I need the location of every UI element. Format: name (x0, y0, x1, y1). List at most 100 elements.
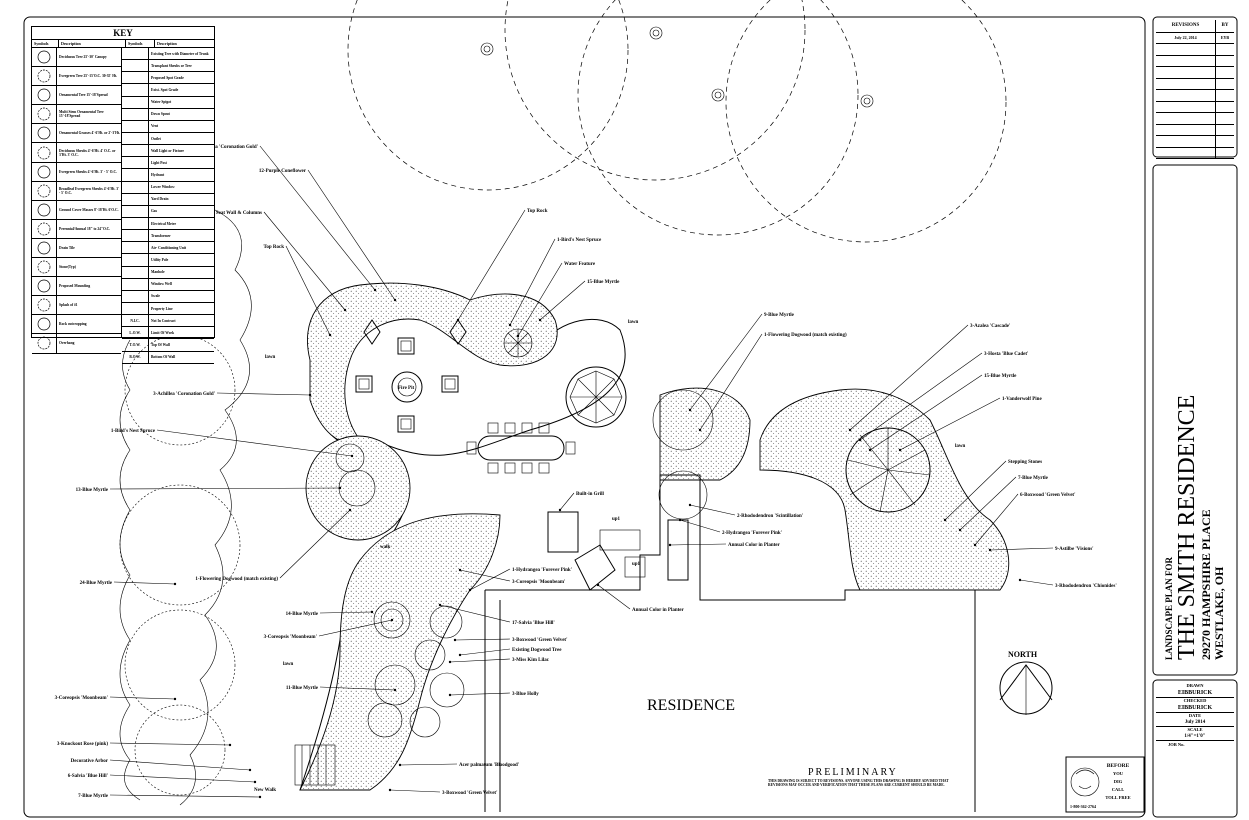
plant-callout: 9-Blue Myrtle (764, 313, 795, 318)
leader-line (1019, 579, 1054, 586)
leader-arrow (390, 618, 394, 622)
info-block: DRAWN EIBBURICK CHECKED EIBBURICK DATE J… (1156, 683, 1234, 814)
key-symbol-icon (32, 203, 56, 217)
leader-line (439, 604, 511, 623)
leader-arrow (348, 508, 352, 512)
key-description: Splash of #1 (56, 296, 121, 315)
plant-callout: 1-Hydrangea 'Forever Pink' (512, 568, 573, 573)
before-you-dig-line: DIG (1114, 779, 1123, 784)
leader-line (689, 313, 763, 411)
tree-trunk-icon (480, 42, 494, 56)
key-row: Ornamental Tree 15'-18'Spread (32, 86, 121, 106)
leader-arrow (688, 503, 692, 507)
leader-arrow (308, 393, 312, 397)
leader-arrow (253, 780, 257, 784)
leader-line (469, 568, 511, 591)
leader-line (109, 759, 251, 771)
key-description: Broadleaf Evergreen Shrubs 4'-6'Ht. 3' -… (56, 181, 121, 200)
key-description: Manhole (148, 266, 214, 278)
leader-arrow (668, 543, 672, 547)
key-symbol-icon: B.O.W. (129, 355, 141, 360)
phone-number: 1-800-362-2764 (1070, 804, 1096, 809)
leader-arrow (173, 582, 177, 586)
plant-callout: 2-Rhododendron 'Scintillation' (737, 514, 804, 519)
plant-callout: 7-Blue Myrtle (78, 794, 109, 799)
plant-callout: 3-Hosta 'Blue Cadet' (984, 352, 1029, 357)
drawing-frame (23, 16, 1146, 818)
leader-line (459, 569, 511, 582)
leader-line (109, 774, 256, 783)
leader-line (859, 352, 983, 441)
key-symbol-icon (32, 184, 56, 198)
project-name: THE SMITH RESIDENCE (1174, 394, 1200, 660)
key-row: Evergreen Tree 25'-15'O.C. 30-35' Ht. (32, 67, 121, 87)
leader-line (989, 547, 1054, 551)
key-symbol-icon (32, 107, 56, 121)
key-description: Hydrant (148, 169, 214, 181)
key-row: Property Line (122, 302, 214, 316)
plant-callout: Stepping Stones (1008, 460, 1042, 465)
key-description: Lower Window (148, 181, 214, 193)
key-row: Ornamental Grasses 4'-6'Ht. or 2'-3'Ht. (32, 124, 121, 144)
key-row: Overhang (32, 334, 121, 354)
checked-label: CHECKED (1183, 698, 1207, 703)
leader-arrow (698, 428, 702, 432)
drawn-label: DRAWN (1186, 683, 1204, 688)
key-description: Evergreen Tree 25'-15'O.C. 30-35' Ht. (56, 67, 121, 86)
key-row: Deciduous Shrubs 4'-6'Ht. 4' O.C. or 3'H… (32, 143, 121, 163)
leader-arrow (328, 333, 332, 337)
leader-arrow (388, 788, 392, 792)
key-header: Description (58, 40, 125, 47)
leader-arrow (448, 693, 452, 697)
key-description: Top Of Wall (148, 339, 214, 351)
key-row: Proposed Spot Grade (122, 72, 214, 85)
leader-line (454, 638, 511, 641)
key-row: Utility Pole (122, 254, 214, 267)
up-label: up1 (632, 562, 641, 567)
plant-callout: 1-Flowering Dogwood (match existing) (195, 577, 278, 582)
revision-row (1156, 124, 1234, 136)
key-description: Water Spigot (148, 96, 214, 108)
plant-callout: 14-Blue Myrtle (286, 612, 319, 617)
plant-callout: 15-Blue Myrtle (984, 374, 1017, 379)
leader-arrow (248, 768, 252, 772)
key-row: Air- Conditioning Unit (122, 242, 214, 255)
leader-arrow (350, 454, 354, 458)
plant-callout: 1-Vanderwolf Pine (1002, 397, 1042, 402)
leader-arrow (458, 568, 462, 572)
key-row: Ground Cover Masses 8'-18'Ht. 6'O.C. (32, 200, 121, 220)
leader-arrow (688, 408, 692, 412)
patio-chair (355, 375, 373, 393)
key-description: Bottom Of Wall (148, 351, 214, 363)
key-row: Down Spout (122, 108, 214, 121)
key-row: N.I.C.Not In Contract (122, 315, 214, 328)
leader-line (285, 245, 331, 336)
leader-arrow (988, 548, 992, 552)
leader-line (899, 397, 1001, 451)
preliminary-label: PRELIMINARY (808, 767, 898, 778)
key-description: Evergreen Shrubs 4'-6'Ht. 3' - 5' O.C. (56, 162, 121, 181)
plant-callout: 12-Purple Coneflower (259, 169, 307, 174)
key-symbol-icon: L.O.W. (129, 330, 141, 335)
leader-arrow (456, 318, 460, 322)
decorative-arbor (294, 744, 336, 786)
plant-callout: 3-Miss Kim Lilac (512, 658, 550, 663)
revision-date: July 22, 2014 (1174, 35, 1197, 40)
leader-line (259, 145, 376, 291)
patio-chair (397, 337, 415, 355)
plant-callout: Annual Color in Planter (632, 608, 684, 613)
key-row: Proposed Mounding (32, 277, 121, 297)
leader-line (307, 169, 396, 301)
key-description: Air- Conditioning Unit (148, 242, 214, 254)
north-arrow: NORTH (999, 650, 1053, 715)
leader-line (457, 209, 526, 321)
key-row: Wall Light or Fixture (122, 145, 214, 158)
plant-callout: 3-Coreopsis 'Moonbeam' (264, 635, 318, 640)
scale-label: SCALE (1187, 727, 1203, 732)
revision-row (1156, 136, 1234, 148)
plant-callout: 3-Blue Holly (512, 692, 539, 697)
leader-line (689, 504, 736, 516)
plant-callout: 6-Salvia 'Blue Hill' (68, 774, 109, 779)
revision-row (1156, 55, 1234, 67)
